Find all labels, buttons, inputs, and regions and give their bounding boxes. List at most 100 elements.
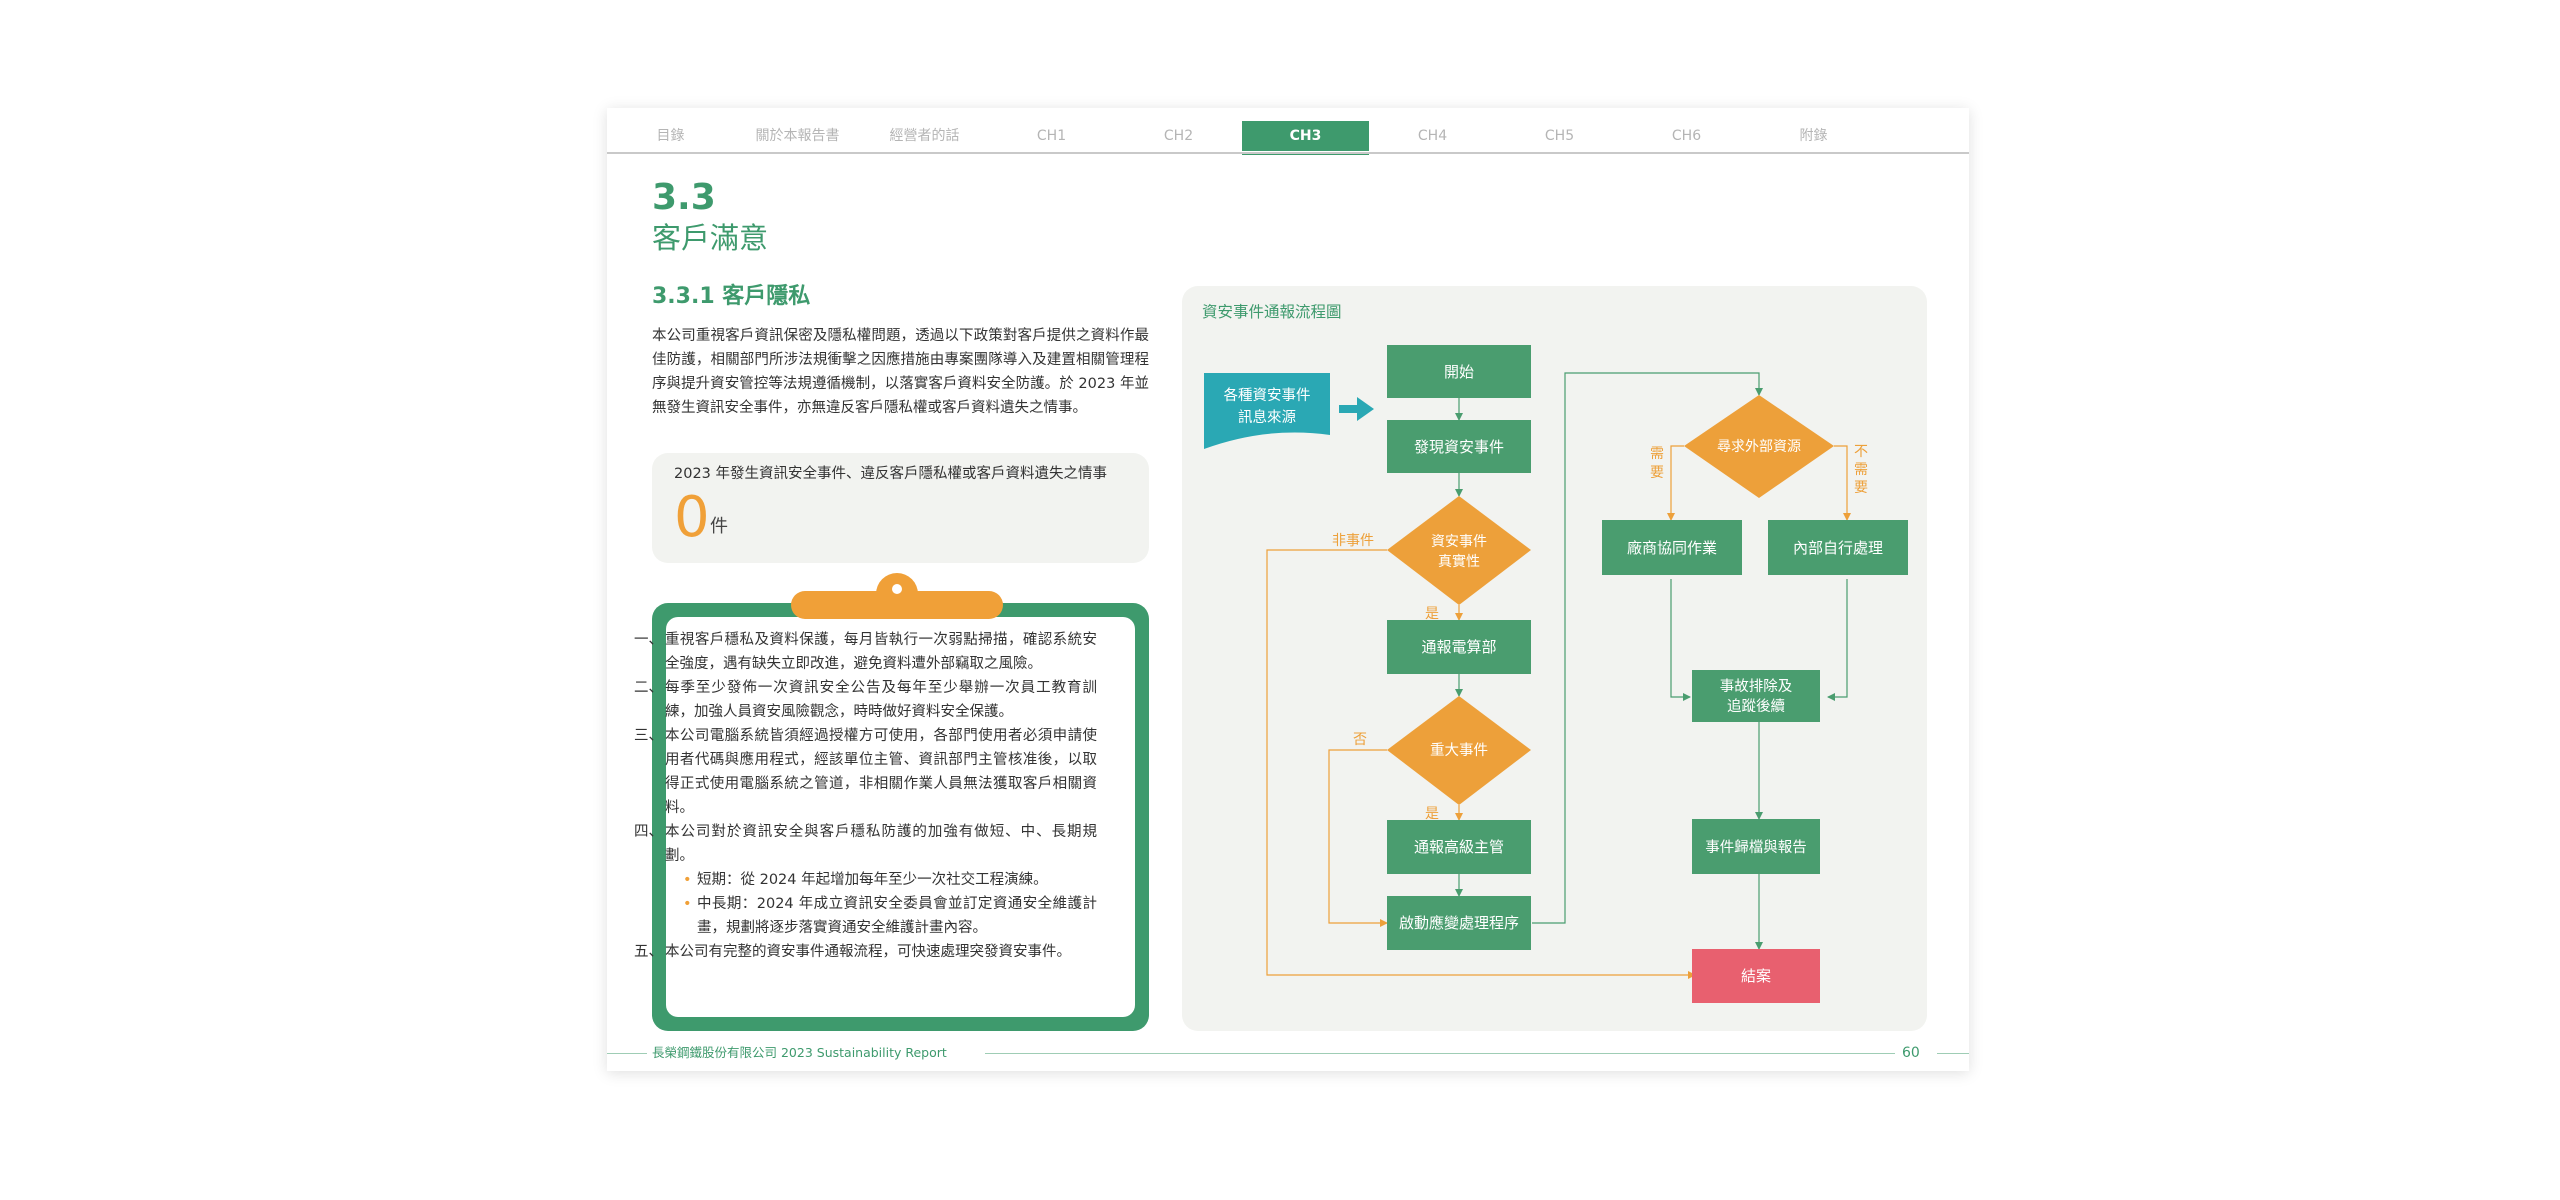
label-need-2: 要: [1650, 465, 1664, 481]
list-marker: 五、: [634, 944, 663, 960]
list-item-text: 重視客戶穩私及資料保護，每月皆執行一次弱點掃描，確認系統安全強度，遇有缺失立即改…: [665, 632, 1097, 672]
subsection-title: 3.3.1 客戶隱私: [652, 284, 811, 309]
node-start-label: 開始: [1444, 363, 1474, 381]
nav-tab-appendix[interactable]: 附錄: [1799, 128, 1828, 144]
node-report-mgr: [1387, 820, 1531, 874]
stat-box: 2023 年發生資訊安全事件、違反客戶隱私權或客戶資料遺失之情事 0 件: [652, 453, 1149, 563]
list-item-text: 每季至少發佈一次資訊安全公告及每年至少舉辦一次員工教育訓練，加強人員資安風險觀念…: [665, 680, 1097, 720]
list-marker: 四、: [634, 824, 663, 840]
clipboard-clip-bar: [791, 591, 1003, 619]
node-start: [1387, 345, 1531, 398]
stat-value: 0: [674, 485, 710, 550]
node-vendor: [1602, 520, 1742, 575]
stat-unit: 件: [710, 516, 728, 537]
list-marker: 三、: [634, 728, 663, 744]
node-external-label: 尋求外部資源: [1717, 439, 1801, 455]
nav-tab-about-report[interactable]: 關於本報告書: [755, 128, 840, 144]
list-item: 四、 本公司對於資訊安全與客戶穩私防護的加強有做短、中、長期規劃。: [634, 820, 1097, 868]
list-sub-item-text: 短期：從 2024 年起增加每年至少一次社交工程演練。: [697, 872, 1048, 888]
nav-tab-ch6[interactable]: CH6: [1671, 128, 1702, 144]
edge-non-event: [1266, 549, 1696, 979]
label-no-need-3: 要: [1854, 480, 1868, 496]
node-vendor-label: 廠商協同作業: [1627, 539, 1717, 557]
node-review-label: 事件歸檔與報告: [1705, 838, 1807, 856]
chapter-nav: 目錄 關於本報告書 經營者的話 CH1 CH2 CH3 CH4 CH5 CH6 …: [607, 121, 1969, 155]
label-non-event: 非事件: [1332, 533, 1374, 549]
label-no-need-1: 不: [1854, 444, 1868, 460]
list-item: 一、 重視客戶穩私及資料保護，每月皆執行一次弱點掃描，確認系統安全強度，遇有缺失…: [634, 628, 1097, 676]
incident-flowchart: 各種資安事件 訊息來源 開始 發現資安事件 資安事件 真實性 非事件 是 通報電…: [1204, 345, 1908, 1003]
list-item-text: 本公司電腦系統皆須經過授權方可使用，各部門使用者必須申請使用者代碼與應用程式，經…: [665, 728, 1097, 816]
label-yes-1: 是: [1425, 606, 1439, 622]
node-internal: [1768, 520, 1908, 575]
footer-company: 長榮鋼鐵股份有限公司 2023 Sustainability Report: [652, 1045, 947, 1060]
node-discover-label: 發現資安事件: [1414, 438, 1504, 456]
list-marker: 一、: [634, 632, 663, 648]
node-source-label-2: 訊息來源: [1238, 409, 1296, 426]
bullet-icon: •: [683, 896, 692, 912]
node-major-label: 重大事件: [1430, 742, 1488, 759]
list-sub-item: • 中長期：2024 年成立資訊安全委員會並訂定資通安全維護計畫，規劃將逐步落實…: [634, 892, 1097, 940]
nav-tab-ch4[interactable]: CH4: [1417, 128, 1448, 144]
label-need-1: 需: [1650, 446, 1664, 462]
node-verify: [1387, 496, 1531, 605]
nav-tab-ch2[interactable]: CH2: [1163, 128, 1194, 144]
list-sub-item-text: 中長期：2024 年成立資訊安全委員會並訂定資通安全維護計畫，規劃將逐步落實資通…: [697, 896, 1097, 936]
node-major: [1387, 696, 1531, 805]
footer-rule-right: [1937, 1053, 1969, 1054]
section-title: 客戶滿意: [652, 221, 769, 255]
node-internal-label: 內部自行處理: [1793, 539, 1883, 557]
list-item: 五、 本公司有完整的資安事件通報流程，可快速處理突發資安事件。: [634, 940, 1097, 964]
bullet-icon: •: [683, 872, 692, 888]
edge-external-no-need: [1834, 445, 1851, 521]
node-verify-label-1: 資安事件: [1431, 534, 1487, 550]
report-page: 目錄 關於本報告書 經營者的話 CH1 CH2 CH3 CH4 CH5 CH6 …: [607, 108, 1969, 1071]
node-report-it: [1387, 620, 1531, 674]
edge-internal-troubleshoot: [1827, 579, 1848, 701]
node-verify-label-2: 真實性: [1438, 553, 1480, 570]
list-marker: 二、: [634, 680, 663, 696]
nav-divider: [607, 152, 1969, 154]
node-response: [1387, 896, 1531, 950]
footer-rule: [985, 1053, 1895, 1054]
node-end-label: 結案: [1741, 967, 1771, 985]
label-yes-2: 是: [1425, 806, 1439, 822]
node-discover: [1387, 420, 1531, 473]
node-troubleshoot-label-2: 追蹤後續: [1727, 698, 1785, 715]
footer-rule-left: [607, 1053, 647, 1054]
nav-tab-ch1[interactable]: CH1: [1036, 128, 1067, 144]
node-source: [1204, 373, 1330, 449]
node-review: [1692, 819, 1820, 874]
nav-tab-management-message[interactable]: 經營者的話: [889, 128, 960, 144]
page-number: 60: [1902, 1045, 1920, 1061]
edge-major-no: [1328, 749, 1388, 927]
node-troubleshoot-label-1: 事故排除及: [1720, 678, 1793, 695]
edge-vendor-troubleshoot: [1670, 579, 1691, 701]
policy-list: 一、 重視客戶穩私及資料保護，每月皆執行一次弱點掃描，確認系統安全強度，遇有缺失…: [634, 628, 1097, 964]
nav-tab-ch5[interactable]: CH5: [1544, 128, 1575, 144]
section-number: 3.3: [652, 177, 716, 218]
list-item: 二、 每季至少發佈一次資訊安全公告及每年至少舉辦一次員工教育訓練，加強人員資安風…: [634, 676, 1097, 724]
list-item: 三、 本公司電腦系統皆須經過授權方可使用，各部門使用者必須申請使用者代碼與應用程…: [634, 724, 1097, 820]
clipboard-paper: [666, 617, 1135, 1017]
arrow-right-icon: [1339, 397, 1374, 421]
list-item-text: 本公司對於資訊安全與客戶穩私防護的加強有做短、中、長期規劃。: [665, 824, 1097, 864]
label-no: 否: [1353, 732, 1367, 748]
flow-connectors: [1266, 372, 1851, 979]
list-item-text: 本公司有完整的資安事件通報流程，可快速處理突發資安事件。: [665, 944, 1071, 960]
node-external: [1684, 395, 1834, 498]
intro-paragraph: 本公司重視客戶資訊保密及隱私權問題，透過以下政策對客戶提供之資料作最佳防護，相關…: [652, 328, 1149, 416]
node-report-it-label: 通報電算部: [1421, 638, 1496, 656]
edge-response-external: [1532, 372, 1763, 924]
node-source-label-1: 各種資安事件: [1224, 387, 1311, 404]
clipboard-panel: [652, 573, 1149, 1031]
clipboard-clip-hole: [892, 584, 902, 594]
node-response-label: 啟動應變處理程序: [1399, 914, 1519, 932]
list-sub-item: • 短期：從 2024 年起增加每年至少一次社交工程演練。: [634, 868, 1097, 892]
node-end: [1692, 949, 1820, 1003]
nav-tab-contents[interactable]: 目錄: [656, 128, 685, 144]
label-no-need-2: 需: [1854, 462, 1868, 478]
node-troubleshoot: [1692, 670, 1820, 722]
edge-external-need: [1667, 445, 1684, 521]
flowchart-title: 資安事件通報流程圖: [1202, 303, 1342, 321]
